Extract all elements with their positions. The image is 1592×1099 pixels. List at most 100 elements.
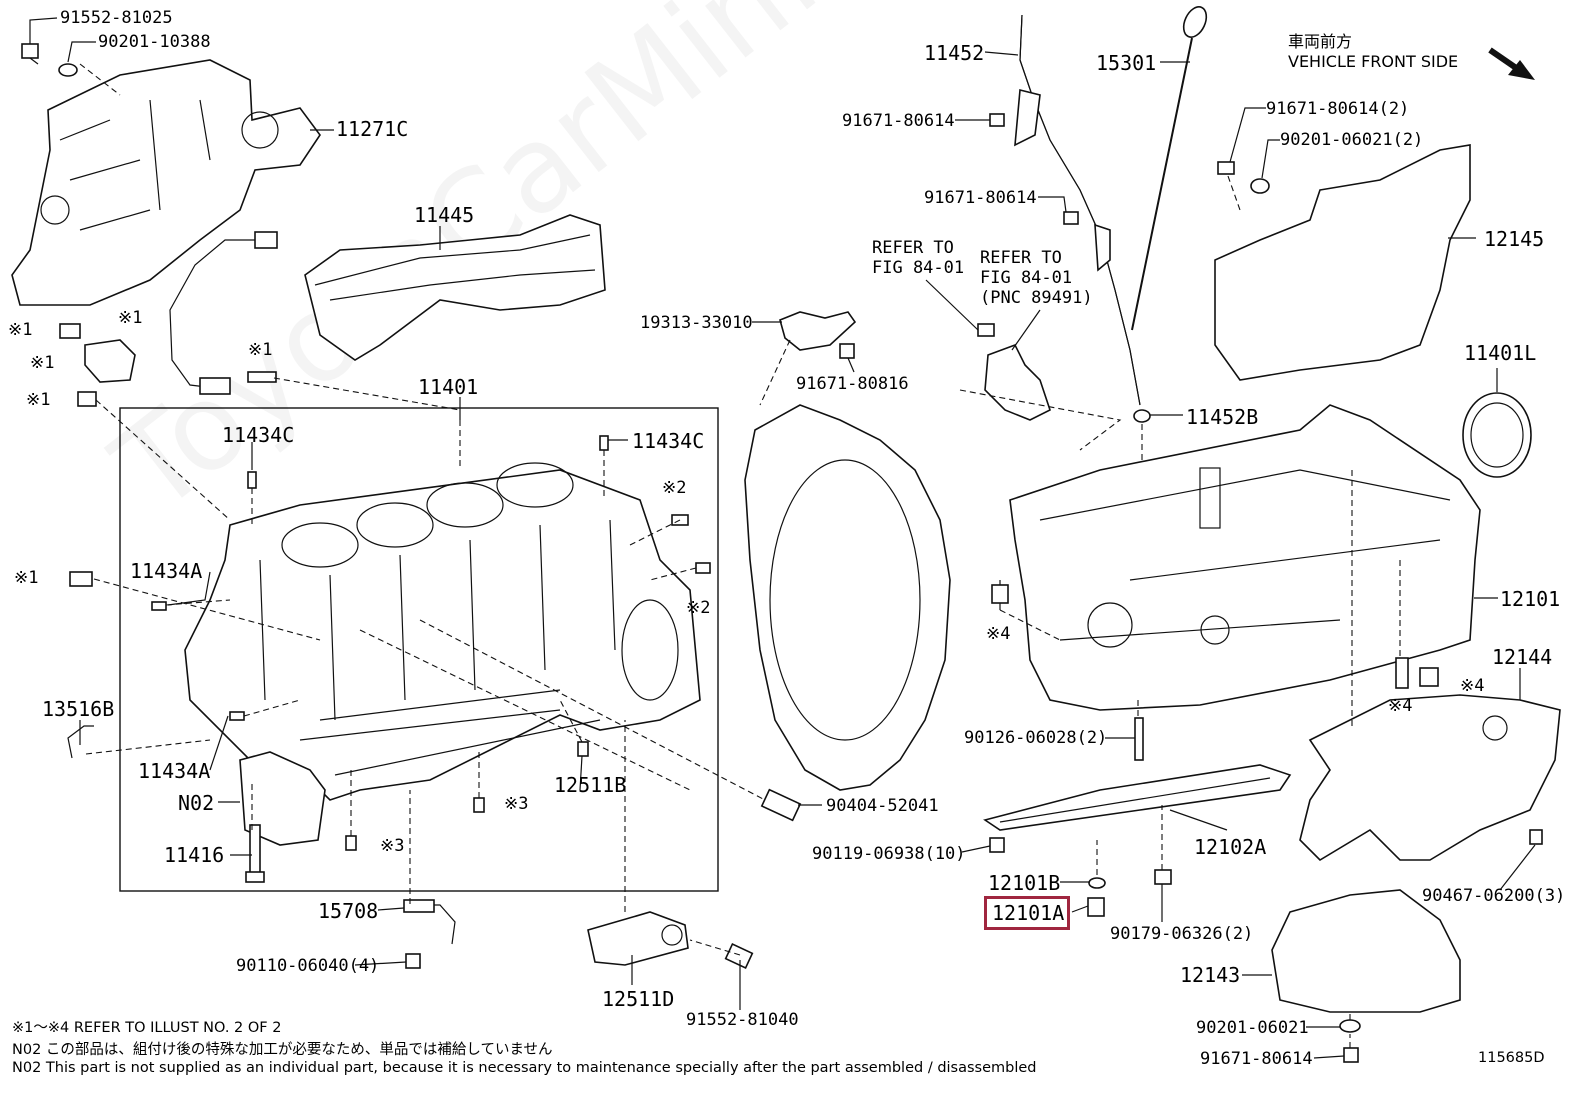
part-label-19313-33010[interactable]: 19313-33010	[640, 313, 753, 333]
bolt-91671-80614-a-icon	[989, 113, 1005, 127]
part-label-11434C-left[interactable]: 11434C	[222, 423, 295, 447]
leader-lines	[29, 17, 1536, 1059]
bolt-91552-81025-icon	[21, 43, 39, 65]
mark-1-a: ※1	[8, 320, 33, 340]
refer-note-1[interactable]: REFER TO FIG 84-01	[872, 238, 965, 278]
part-label-15301[interactable]: 15301	[1096, 51, 1157, 75]
part-label-12143[interactable]: 12143	[1180, 963, 1241, 987]
baffle-plate-12145-part	[1214, 144, 1471, 381]
part-label-11445[interactable]: 11445	[414, 203, 475, 227]
mark-2-b: ※2	[686, 598, 711, 618]
bolt-90110-06040-icon	[405, 953, 421, 969]
o-ring-11452B-icon	[1133, 409, 1151, 423]
bolt-11416-icon	[245, 824, 265, 883]
direction-arrow-icon	[1488, 47, 1535, 80]
pin-11434A-top-icon	[151, 601, 167, 611]
bracket-19313-33010-part	[779, 311, 857, 351]
part-label-12101[interactable]: 12101	[1500, 587, 1561, 611]
bolt-m4-mid-icon	[1395, 657, 1409, 689]
part-label-11401[interactable]: 11401	[418, 375, 479, 399]
direction-label-en: VEHICLE FRONT SIDE	[1288, 52, 1459, 71]
washer-90201-10388-icon	[58, 63, 78, 77]
figure-number: 115685D	[1478, 1050, 1545, 1066]
nut-m1-icon	[77, 391, 97, 407]
part-label-90404-52041[interactable]: 90404-52041	[826, 796, 939, 816]
mark-1-b: ※1	[118, 308, 143, 328]
part-label-11452B[interactable]: 11452B	[1186, 405, 1259, 429]
pipe-13516B-icon	[67, 725, 94, 759]
part-label-90126-06028[interactable]: 90126-06028(2)	[964, 728, 1108, 748]
assembly-dashed-lines	[79, 63, 1401, 1048]
part-label-91552-81040[interactable]: 91552-81040	[686, 1010, 799, 1030]
direction-label-jp: 車両前方	[1288, 32, 1353, 51]
oil-pan-lower-12143-part	[1271, 889, 1461, 1013]
oil-pressure-sensor-part	[984, 344, 1051, 421]
part-label-90201-06021[interactable]: 90201-06021	[1196, 1018, 1309, 1038]
washer-90201-06021-2-icon	[1250, 178, 1270, 194]
part-label-91671-80614-c[interactable]: 91671-80614	[1200, 1049, 1313, 1069]
part-label-90201-10388[interactable]: 90201-10388	[98, 32, 211, 52]
stiffener-12144-part	[1299, 694, 1561, 862]
part-label-12511B[interactable]: 12511B	[554, 773, 627, 797]
part-label-N02[interactable]: N02	[178, 791, 215, 815]
guide-bracket-icon	[1014, 88, 1041, 147]
part-label-11434C-right[interactable]: 11434C	[632, 429, 705, 453]
oil-jet-body-icon	[403, 899, 435, 913]
part-label-13516B[interactable]: 13516B	[42, 697, 115, 721]
part-label-90201-06021-2[interactable]: 90201-06021(2)	[1280, 130, 1424, 150]
oil-seal-11401L-part	[1462, 392, 1532, 478]
part-label-11416[interactable]: 11416	[164, 843, 225, 867]
mount-12511D-part	[587, 911, 689, 966]
oil-pan-upper-12101-part	[1009, 404, 1481, 711]
pin-m3-b-icon	[345, 835, 357, 851]
part-label-11271C[interactable]: 11271C	[336, 117, 409, 141]
bolt-m4-left-head-icon	[991, 584, 1009, 604]
pin-12511B-icon	[577, 741, 589, 757]
plug-90467-06200-icon	[1529, 829, 1543, 845]
mark-2-a: ※2	[662, 478, 687, 498]
mark-4-b: ※4	[1388, 696, 1413, 716]
part-label-11434A-bottom[interactable]: 11434A	[138, 759, 211, 783]
dipstick-15301-part	[1131, 6, 1208, 331]
stud-90126-06028-icon	[1134, 717, 1144, 761]
part-label-91671-80614-a[interactable]: 91671-80614	[842, 111, 955, 131]
gasket-12101B-icon	[1088, 877, 1106, 889]
part-label-12145[interactable]: 12145	[1484, 227, 1545, 251]
part-label-91552-81025[interactable]: 91552-81025	[60, 8, 173, 28]
part-label-11434A-top[interactable]: 11434A	[130, 559, 203, 583]
pin-m2-b-icon	[695, 562, 711, 574]
part-label-11401L[interactable]: 11401L	[1464, 341, 1537, 365]
bolt-91671-80614-c-icon	[1343, 1047, 1359, 1063]
part-label-12511D[interactable]: 12511D	[602, 987, 675, 1011]
part-label-12102A[interactable]: 12102A	[1194, 835, 1267, 859]
part-label-90110-06040[interactable]: 90110-06040(4)	[236, 956, 380, 976]
highlight-box	[984, 896, 1070, 930]
bolt-90119-06938-icon	[989, 837, 1005, 853]
part-label-90119-06938[interactable]: 90119-06938(10)	[812, 844, 966, 864]
part-label-91671-80614-2[interactable]: 91671-80614(2)	[1266, 99, 1410, 119]
sensor-harness	[169, 239, 265, 389]
part-label-90467-06200[interactable]: 90467-06200(3)	[1422, 886, 1566, 906]
plug-90179-06326-icon	[1154, 869, 1172, 885]
part-label-12101B[interactable]: 12101B	[988, 871, 1061, 895]
bolt-m1-icon	[59, 323, 81, 339]
mark-1-e: ※1	[248, 340, 273, 360]
mark-4-c: ※4	[1460, 676, 1485, 696]
part-label-90179-06326[interactable]: 90179-06326(2)	[1110, 924, 1254, 944]
cylinder-block-part	[184, 462, 701, 801]
bolt-91552-81040-icon	[724, 943, 754, 969]
part-label-91671-80614-b[interactable]: 91671-80614	[924, 188, 1037, 208]
part-label-11452[interactable]: 11452	[924, 41, 985, 65]
guide-bracket-b-icon	[1094, 223, 1111, 272]
bolt-91671-80614-2-icon	[1217, 161, 1235, 175]
part-label-91671-80816[interactable]: 91671-80816	[796, 374, 909, 394]
plug-12101A-icon	[1087, 897, 1105, 917]
refer-note-2[interactable]: REFER TO FIG 84-01 (PNC 89491)	[980, 248, 1093, 308]
part-label-12101A[interactable]: 12101A	[992, 901, 1065, 925]
block-assembly-frame	[119, 407, 719, 892]
part-label-15708[interactable]: 15708	[318, 899, 379, 923]
part-label-12144[interactable]: 12144	[1492, 645, 1553, 669]
mark-4-a: ※4	[986, 624, 1011, 644]
